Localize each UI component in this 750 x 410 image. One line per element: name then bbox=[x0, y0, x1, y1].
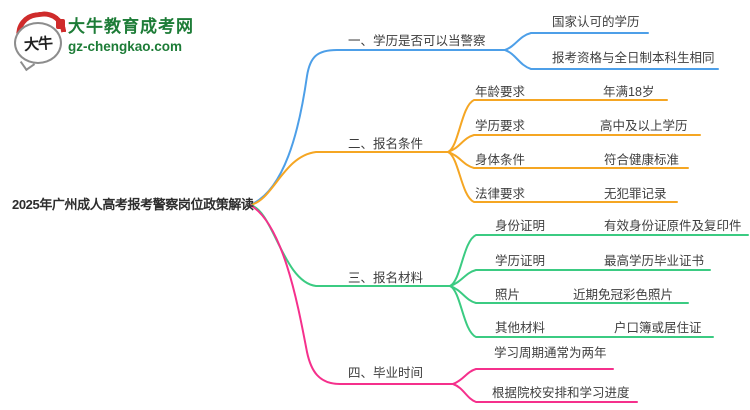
site-logo: 大牛 大牛教育成考网 gz-chengkao.com bbox=[12, 9, 212, 72]
branch2-child4-label: 法律要求 bbox=[475, 187, 526, 201]
logo-bubble-icon: 大牛 bbox=[14, 22, 62, 64]
root-topic: 2025年广州成人高考报考警察岗位政策解读 bbox=[12, 197, 254, 212]
branch3-label: 三、报名材料 bbox=[348, 271, 424, 285]
branch2-child2-label: 学历要求 bbox=[475, 119, 526, 133]
logo-seal-icon bbox=[56, 19, 65, 29]
branch3-child4-value: 户口簿或居住证 bbox=[614, 321, 702, 335]
branch1-child2: 报考资格与全日制本科生相同 bbox=[552, 51, 715, 65]
branch3-child3-value: 近期免冠彩色照片 bbox=[573, 288, 674, 302]
branch2-lines bbox=[249, 99, 701, 206]
branch4-lines bbox=[249, 204, 638, 403]
logo-bubble-text: 大牛 bbox=[23, 35, 53, 54]
branch1-label: 一、学历是否可以当警察 bbox=[348, 34, 486, 48]
branch2-child1-label: 年龄要求 bbox=[475, 85, 526, 99]
branch3-child3-label: 照片 bbox=[495, 288, 521, 302]
branch2-child3-value: 符合健康标准 bbox=[604, 153, 680, 167]
branch2-child2-value: 高中及以上学历 bbox=[600, 119, 688, 133]
branch2-child1-value: 年满18岁 bbox=[603, 85, 655, 99]
branch4-child1: 学习周期通常为两年 bbox=[494, 346, 607, 360]
branch1-child1: 国家认可的学历 bbox=[552, 15, 640, 29]
branch4-child2: 根据院校安排和学习进度 bbox=[492, 386, 630, 400]
branch3-child1-label: 身份证明 bbox=[495, 219, 546, 233]
branch3-child2-label: 学历证明 bbox=[495, 254, 546, 268]
branch2-child3-label: 身体条件 bbox=[475, 153, 526, 167]
logo-site-name: 大牛教育成考网 bbox=[68, 17, 194, 36]
branch2-child4-value: 无犯罪记录 bbox=[604, 187, 667, 201]
branch3-child2-value: 最高学历毕业证书 bbox=[604, 254, 705, 268]
branch4-label: 四、毕业时间 bbox=[348, 366, 424, 380]
branch3-child4-label: 其他材料 bbox=[495, 321, 546, 335]
logo-site-domain: gz-chengkao.com bbox=[68, 39, 183, 54]
branch2-label: 二、报名条件 bbox=[348, 137, 424, 151]
branch3-child1-value: 有效身份证原件及复印件 bbox=[604, 219, 742, 233]
